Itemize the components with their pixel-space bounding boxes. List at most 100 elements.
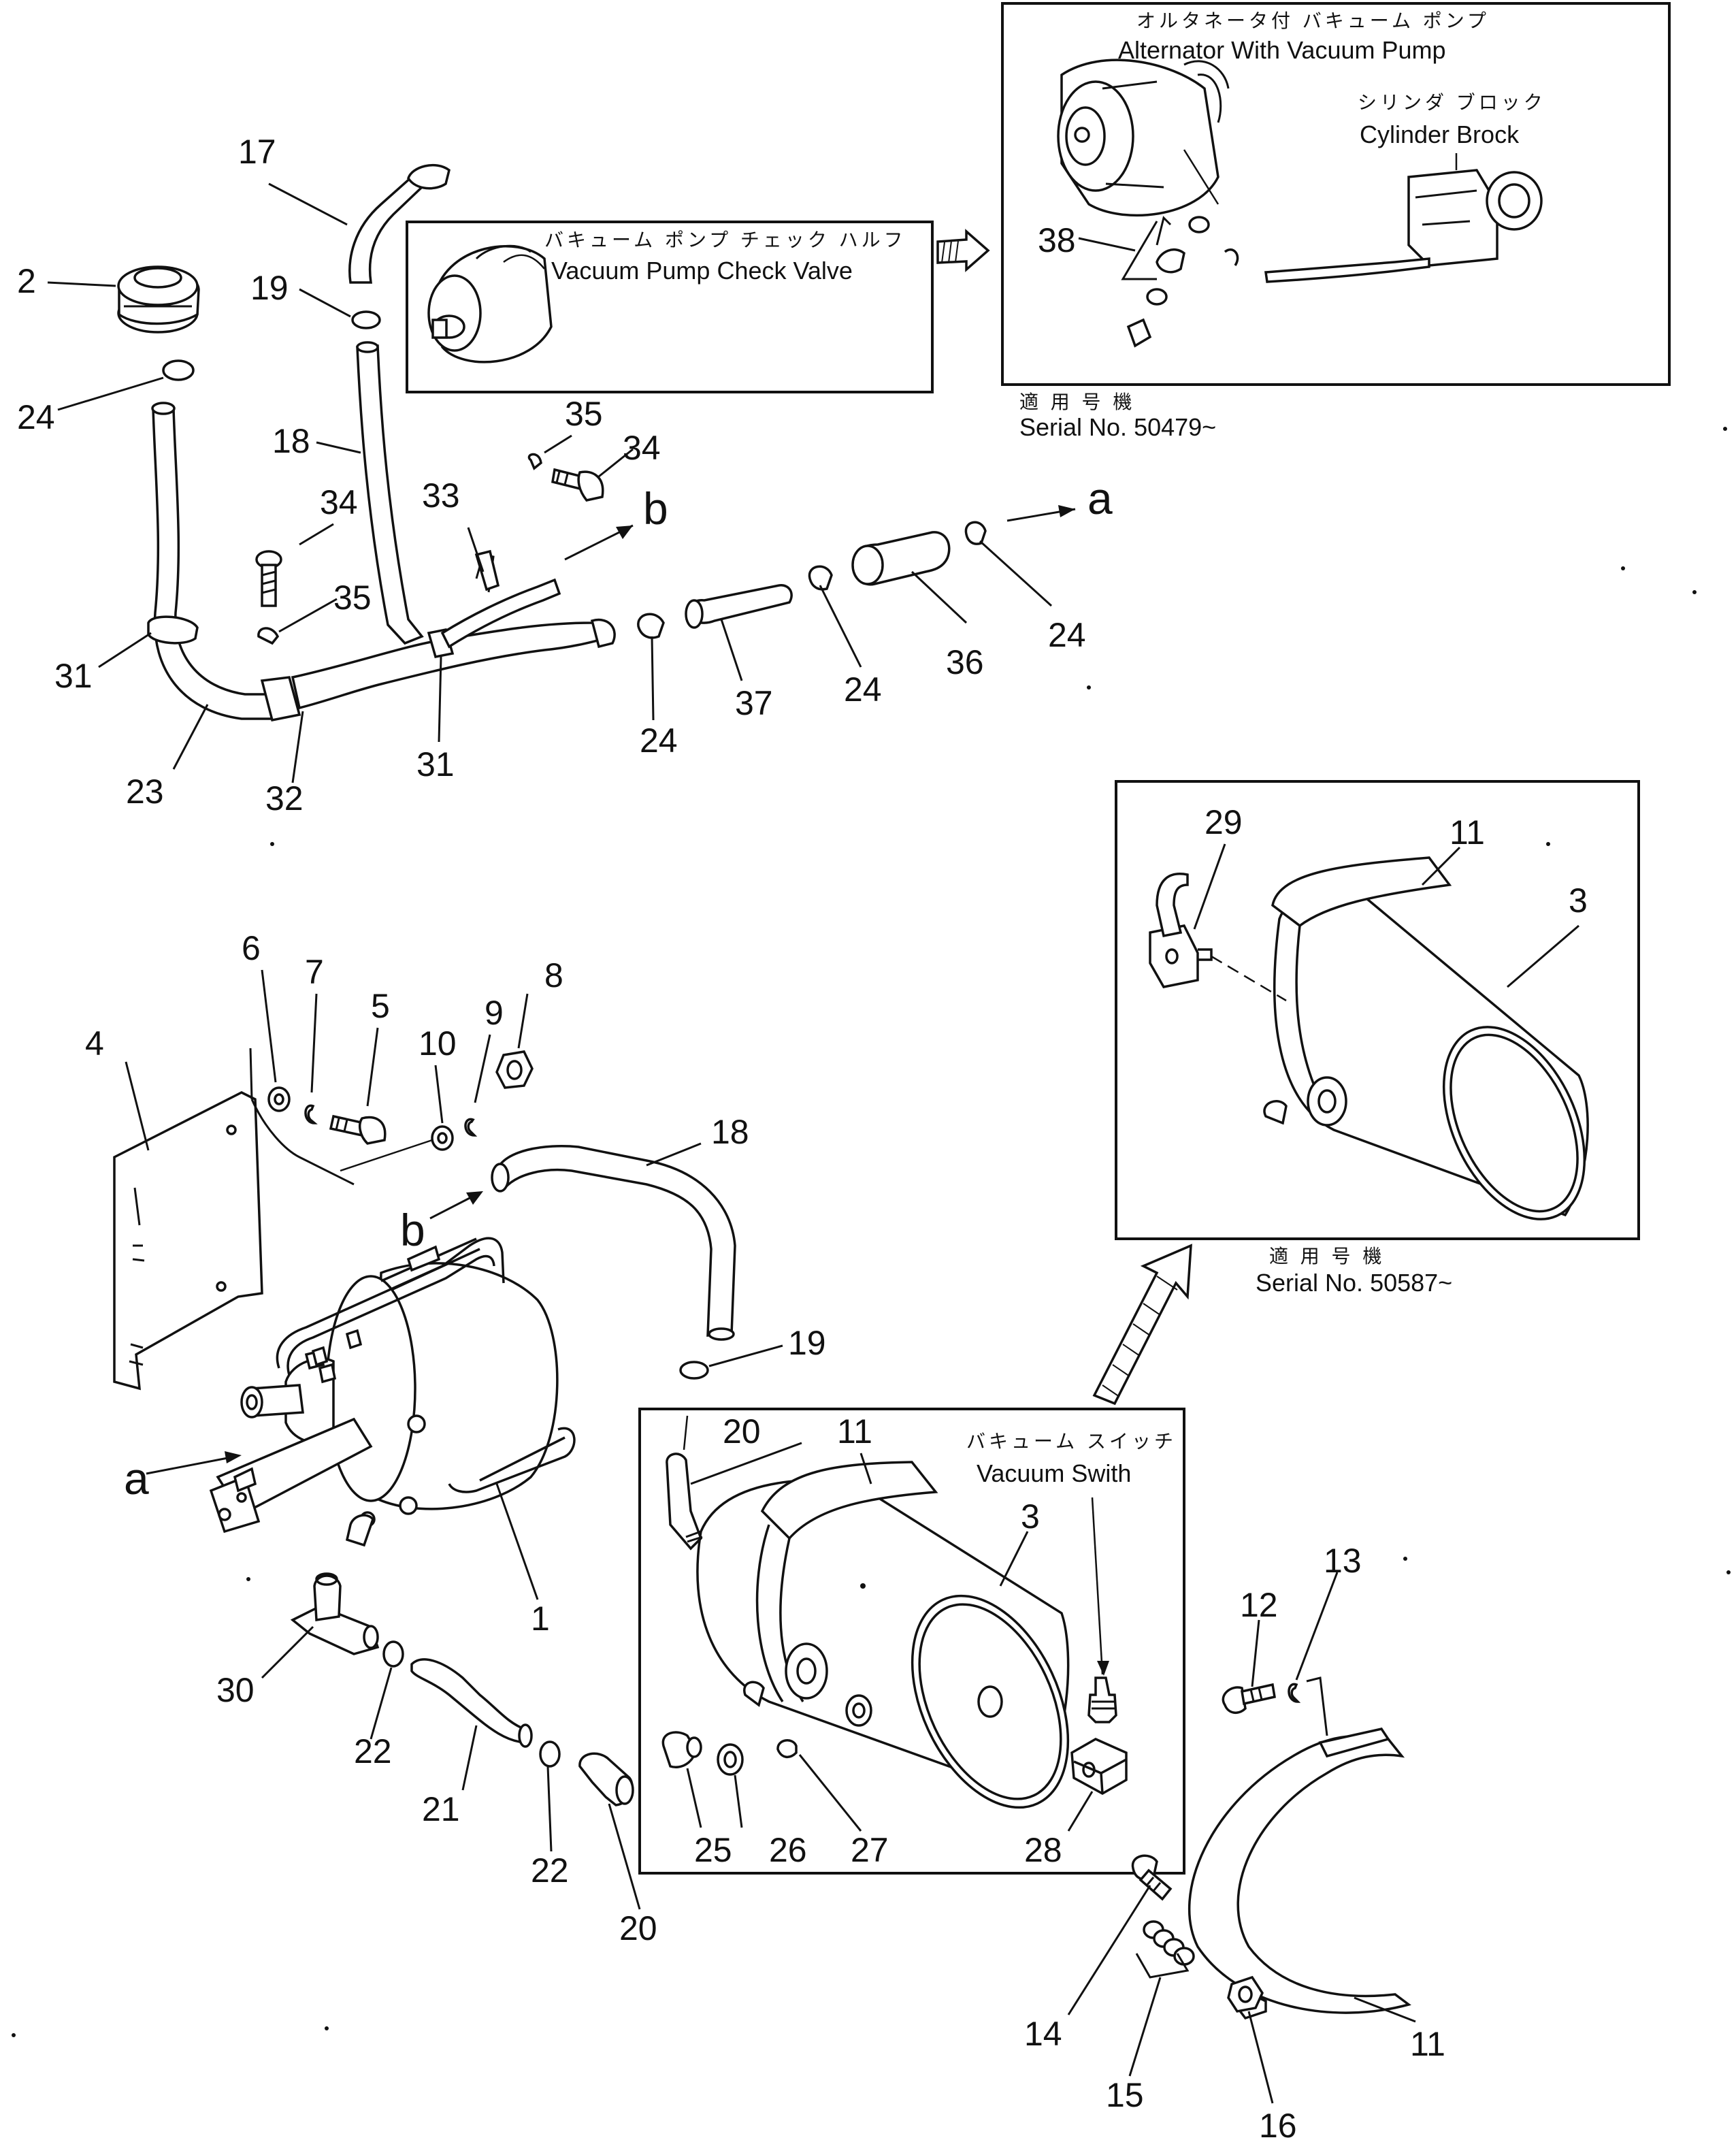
callout-35-left: 35 [333, 579, 372, 617]
serial-2-label: Serial No. 50587~ [1256, 1269, 1452, 1297]
washer-10 [431, 1125, 454, 1151]
callout-36: 36 [946, 643, 984, 681]
callout-14: 14 [1024, 2015, 1062, 2053]
callout-3-inset: 3 [1569, 881, 1588, 920]
callout-25: 25 [694, 1831, 732, 1869]
vacuum-switch-caption: Vacuum Swith [977, 1459, 1131, 1487]
cylinder-caption: Cylinder Brock [1360, 120, 1520, 148]
connector-a-bottom: a [124, 1453, 149, 1504]
hose-23 [152, 407, 274, 720]
lock-washer-7 [304, 1104, 318, 1124]
bolt-5 [329, 1114, 387, 1145]
callout-13: 13 [1324, 1542, 1362, 1580]
lock-washer-13 [1288, 1683, 1301, 1703]
banjo-bolt [1126, 318, 1152, 348]
callout-3-tank: 3 [1021, 1497, 1040, 1536]
check-valve-drawing [427, 244, 553, 363]
hatched-arrow-up [1092, 1244, 1192, 1406]
bolt-34-left [255, 550, 282, 607]
callout-19-bottom: 19 [788, 1324, 826, 1362]
callout-11-tank: 11 [837, 1412, 872, 1450]
bolt-34-right [551, 468, 604, 502]
callout-24-c: 24 [1048, 616, 1086, 654]
callout-32: 32 [265, 779, 304, 817]
callout-31-mid: 31 [416, 745, 455, 783]
alternator-drawing [1057, 59, 1230, 217]
booster-assembly [113, 1048, 736, 1806]
hose-21 [410, 1658, 529, 1744]
tee-fitting-30 [290, 1572, 380, 1655]
hose-clamp-19-bottom [679, 1361, 709, 1380]
callout-17: 17 [238, 133, 276, 171]
callout-24-cap: 24 [17, 398, 55, 436]
bracket-33 [474, 549, 500, 591]
connector-b-top: b [643, 483, 668, 534]
vacuum-switch [1087, 1676, 1117, 1723]
vacuum-tank-drawing [696, 1461, 1070, 1809]
callout-7: 7 [305, 953, 324, 991]
hose-17 [348, 175, 424, 284]
callout-1: 1 [531, 1600, 550, 1638]
callout-22-right: 22 [531, 1851, 569, 1890]
lock-washer-9 [464, 1118, 478, 1137]
callout-11-inset: 11 [1450, 813, 1485, 852]
bolt-12 [1222, 1683, 1276, 1714]
spring-washers-15 [1143, 1920, 1195, 1966]
check-valve-caption-jp: バキューム ポンプ チェック ハルフ [544, 229, 906, 250]
cylinder-block-drawing [1407, 153, 1543, 267]
inset-check-valve: バキューム ポンプ チェック ハルフ Vacuum Pump Check Val… [406, 221, 934, 393]
callout-11-band: 11 [1410, 2025, 1445, 2063]
check-valve-caption: Vacuum Pump Check Valve [551, 257, 853, 285]
callout-37: 37 [735, 684, 773, 722]
callout-20-bottom: 20 [619, 1909, 657, 1947]
hose-clamp-24-b [808, 565, 833, 591]
leaders-lower-left [125, 969, 783, 1910]
callout-4: 4 [85, 1024, 104, 1063]
callout-labels: 2 24 17 19 18 34 35 31 23 32 31 33 35 34… [17, 133, 1588, 2140]
washer-35-right [527, 453, 542, 470]
callout-35-right: 35 [565, 395, 603, 433]
fitting-29 [1149, 873, 1213, 988]
hose-clamp-inset [1224, 248, 1239, 266]
washer-lower [1146, 288, 1168, 306]
callout-24-a: 24 [640, 722, 678, 760]
mounting-band-11 [1188, 1728, 1411, 2020]
connector-a-top: a [1087, 473, 1113, 523]
cylinder-caption-jp: シリンダ ブロック [1358, 92, 1546, 113]
branch-pipe-b [440, 578, 561, 649]
hose-clamp-22-left [382, 1640, 404, 1668]
scan-specks [12, 427, 1731, 2037]
filler-cap [117, 265, 200, 334]
callout-34-right: 34 [623, 429, 661, 467]
callout-19-top: 19 [250, 269, 289, 307]
callout-33: 33 [422, 476, 460, 515]
callout-10: 10 [419, 1024, 457, 1063]
bolt-14 [1131, 1854, 1173, 1901]
hose-clamp-24-c [964, 521, 987, 545]
callout-16: 16 [1259, 2107, 1297, 2140]
callout-29: 29 [1205, 803, 1243, 841]
inset-vacuum-tank: バキューム スイッチ Vacuum Swith [638, 1408, 1185, 1875]
callout-6: 6 [242, 929, 261, 967]
nut-8 [495, 1050, 534, 1089]
hose-clamp-24-a [637, 613, 665, 639]
callout-38: 38 [1038, 221, 1076, 259]
alternator-caption: Alternator With Vacuum Pump [1118, 36, 1446, 64]
callout-5: 5 [371, 987, 390, 1025]
inset-alternator-vacuum-pump: オルタネータ付 バキューム ポンプ Alternator With Vacuum… [1001, 2, 1671, 386]
callout-15: 15 [1106, 2076, 1144, 2114]
leaders-top [47, 182, 1053, 783]
callout-24-b: 24 [844, 670, 882, 709]
callout-34-left: 34 [320, 483, 358, 521]
banjo-fitting [1156, 248, 1185, 274]
band-31-left [147, 615, 199, 645]
callout-21: 21 [422, 1790, 460, 1828]
alternator-caption-jp: オルタネータ付 バキューム ポンプ [1136, 10, 1490, 31]
callout-8: 8 [544, 956, 563, 994]
hose-clamp-24-cap [162, 359, 195, 381]
hollow-arrow-right [936, 229, 990, 272]
fitting-28 [1070, 1738, 1128, 1796]
vacuum-booster-body [209, 1237, 576, 1547]
callout-18-top: 18 [272, 422, 310, 460]
